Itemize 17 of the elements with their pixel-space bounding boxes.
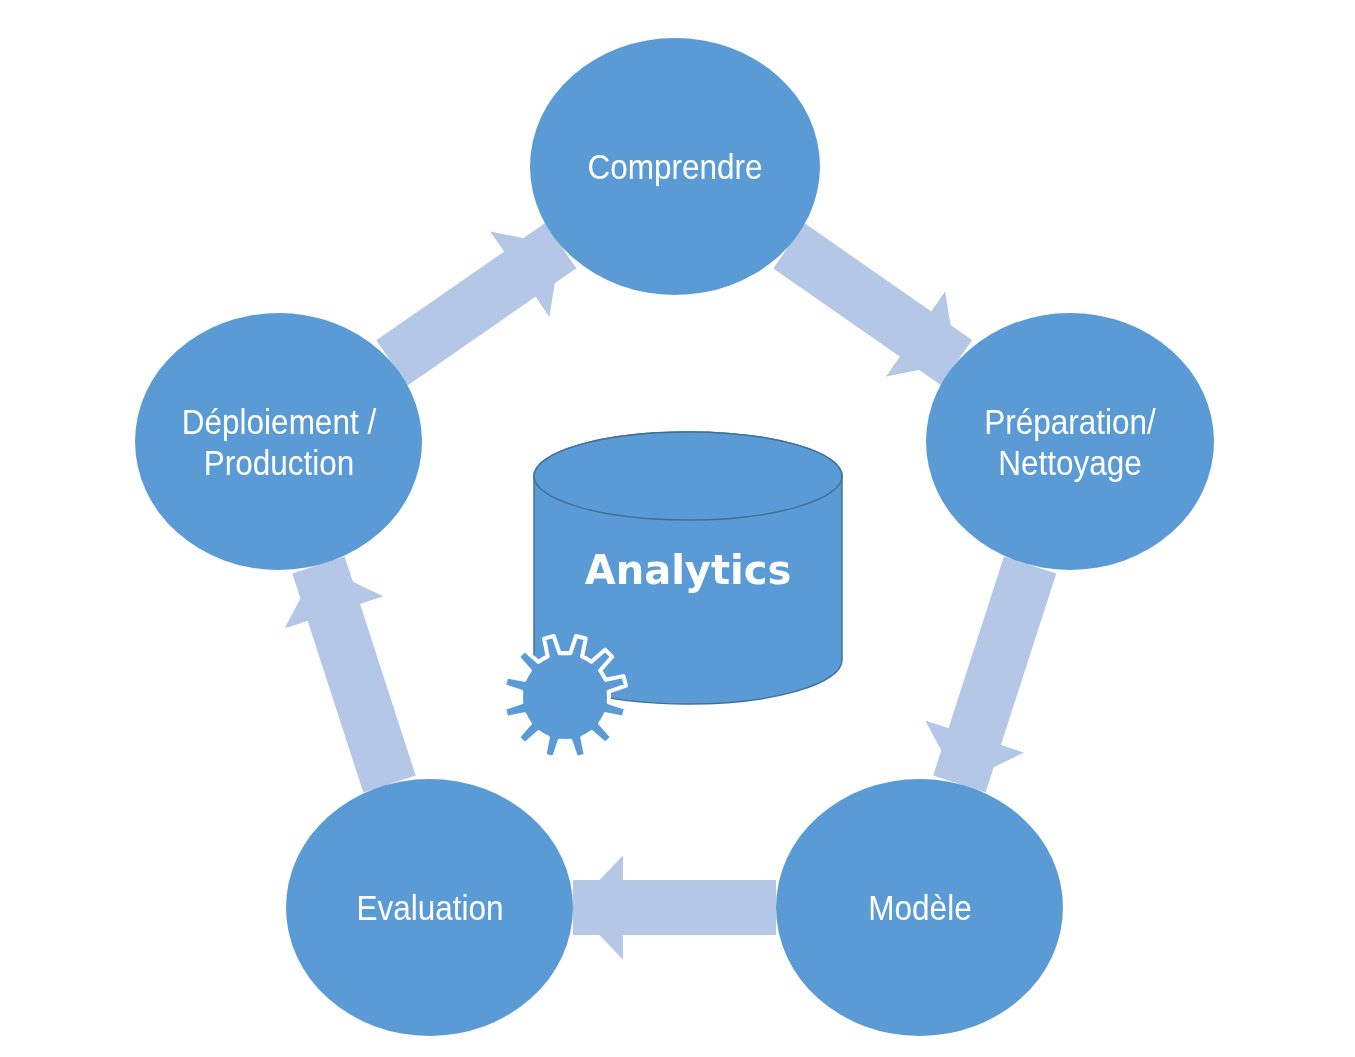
block-arrow bbox=[284, 556, 416, 793]
node-label: Modèle bbox=[866, 887, 973, 928]
block-arrow bbox=[773, 223, 973, 386]
process-circle bbox=[286, 779, 573, 1036]
node-label: Comprendre bbox=[586, 146, 764, 187]
process-circle bbox=[926, 313, 1214, 570]
node-label: Préparation/ Nettoyage bbox=[983, 400, 1157, 483]
node-label: Evaluation bbox=[354, 887, 505, 928]
process-circle bbox=[530, 38, 820, 295]
block-arrow bbox=[925, 556, 1057, 793]
process-circle bbox=[776, 779, 1063, 1036]
title-label: Analytics bbox=[583, 546, 793, 595]
database-cylinder bbox=[533, 432, 843, 704]
node-label: Déploiement / Production bbox=[180, 400, 377, 483]
block-arrow bbox=[573, 855, 776, 960]
process-circle bbox=[135, 313, 422, 570]
block-arrow bbox=[376, 223, 577, 386]
